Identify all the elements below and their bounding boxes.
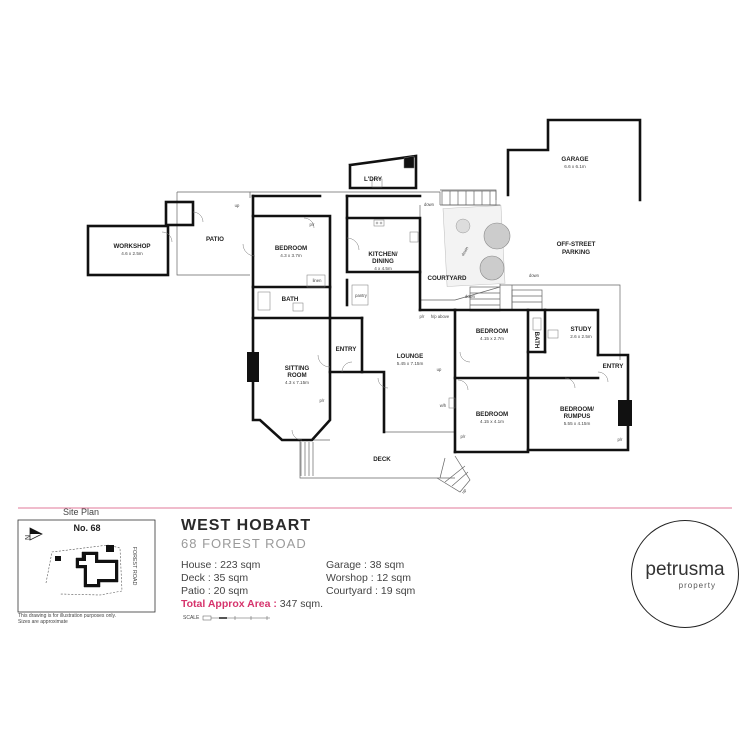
annotation-down-2: down <box>465 294 476 299</box>
area-patio: Patio : 20 sqm <box>181 585 249 597</box>
area-workshop: Worshop : 12 sqm <box>326 572 412 584</box>
annotation-pr-5: p/r <box>618 437 623 442</box>
room-bedroom1-dims: 4.3 x 3.7m <box>280 253 302 258</box>
annotation-pr-1: p/r <box>310 222 315 227</box>
room-bedroom3-dims: 4.15 x 4.1m <box>480 419 504 424</box>
total-area-label: Total Approx Area : <box>181 598 277 610</box>
scale-label: SCALE <box>183 615 200 621</box>
annotation-up-3: up <box>460 487 467 494</box>
room-garage-dims: 6.6 x 6.1m <box>564 164 586 169</box>
room-kitchen-label-1: KITCHEN/ <box>368 251 397 258</box>
room-sitting-dims: 4.3 x 7.15m <box>285 380 309 385</box>
brand-tagline: property <box>678 581 716 590</box>
room-patio-label: PATIO <box>206 236 224 243</box>
fireplace-sitting-icon <box>247 352 259 382</box>
site-plan-number: No. 68 <box>73 523 100 533</box>
annotation-courtyard-down: down <box>460 245 470 257</box>
annotation-down-3: down <box>529 273 540 278</box>
annotation-hp-above: h/p above <box>431 314 450 319</box>
room-sitting-label-1: SITTING <box>285 365 310 372</box>
room-rumpus-dims: 5.55 x 4.15m <box>564 421 591 426</box>
room-laundry-label: L'DRY <box>364 176 383 183</box>
offstreet-parking-label-2: PARKING <box>562 249 590 256</box>
room-bedroom2-label: BEDROOM <box>476 328 508 335</box>
room-bath2-label: BATH <box>533 332 540 349</box>
courtyard-stairs <box>441 190 543 312</box>
brand-logo[interactable]: petrusma property <box>631 520 739 628</box>
property-address: 68 FOREST ROAD <box>181 536 307 551</box>
outline-lines <box>176 189 621 479</box>
room-rumpus-label-2: RUMPUS <box>564 413 591 420</box>
site-plan-north: N <box>25 535 32 540</box>
disclaimer-line-2: Sizes are approximate <box>18 619 68 625</box>
room-entry2-label: ENTRY <box>603 363 625 370</box>
room-study-label: STUDY <box>571 326 593 333</box>
offstreet-parking-label-1: OFF-STREET <box>557 241 596 248</box>
annotation-wh: w/h <box>440 403 447 408</box>
annotation-pr-4: p/r <box>461 434 466 439</box>
fixtures <box>257 155 559 409</box>
room-courtyard-label: COURTYARD <box>428 275 467 282</box>
area-deck: Deck : 35 sqm <box>181 572 249 584</box>
courtyard-planters <box>442 205 511 287</box>
fireplace-rumpus-icon <box>618 400 632 426</box>
room-workshop-label: WORKSHOP <box>113 243 150 250</box>
room-deck-label: DECK <box>373 456 391 463</box>
scale-bar <box>202 615 270 621</box>
door-swings <box>161 211 609 441</box>
annotation-pantry: pantry <box>355 293 368 298</box>
site-plan-road: FOREST ROAD <box>131 547 137 586</box>
area-house: House : 223 sqm <box>181 559 261 571</box>
annotation-pr-2: p/r <box>420 314 425 319</box>
area-garage: Garage : 38 sqm <box>326 559 405 571</box>
room-entry1-label: ENTRY <box>336 346 358 353</box>
deck-stairs <box>300 442 471 493</box>
room-bedroom2-dims: 4.15 x 2.7m <box>480 336 504 341</box>
room-bedroom1-label: BEDROOM <box>275 245 307 252</box>
property-title: WEST HOBART <box>181 517 312 534</box>
house-walls <box>86 118 642 454</box>
site-plan-label: Site Plan <box>63 507 100 517</box>
room-workshop-dims: 4.6 x 2.5m <box>121 251 143 256</box>
room-sitting-label-2: ROOM <box>287 372 306 379</box>
room-study-dims: 2.6 x 2.5m <box>570 334 592 339</box>
room-bath1-label: BATH <box>282 296 299 303</box>
disclaimer-line-1: This drawing is for illustration purpose… <box>18 613 117 619</box>
annotation-up-2: up <box>437 367 442 372</box>
room-rumpus-label-1: BEDROOM/ <box>560 406 594 413</box>
brand-name: petrusma <box>645 559 725 580</box>
total-area: Total Approx Area : 347 sqm. <box>181 598 323 610</box>
room-bedroom3-label: BEDROOM <box>476 411 508 418</box>
area-courtyard: Courtyard : 19 sqm <box>326 585 416 597</box>
total-area-value: 347 sqm. <box>276 598 323 610</box>
annotation-linen: linen <box>313 278 323 283</box>
room-lounge-dims: 5.45 x 7.15m <box>397 361 424 366</box>
site-plan: No. 68 FOREST ROAD N <box>17 519 156 613</box>
room-garage-label: GARAGE <box>561 156 588 163</box>
room-kitchen-dims: 4 x 4.5m <box>374 266 392 271</box>
annotation-pr-3: p/r <box>320 398 325 403</box>
annotation-down-1: down <box>424 202 435 207</box>
room-kitchen-label-2: DINING <box>372 258 394 265</box>
annotation-up-1: up <box>235 203 240 208</box>
room-lounge-label: LOUNGE <box>397 353 423 360</box>
